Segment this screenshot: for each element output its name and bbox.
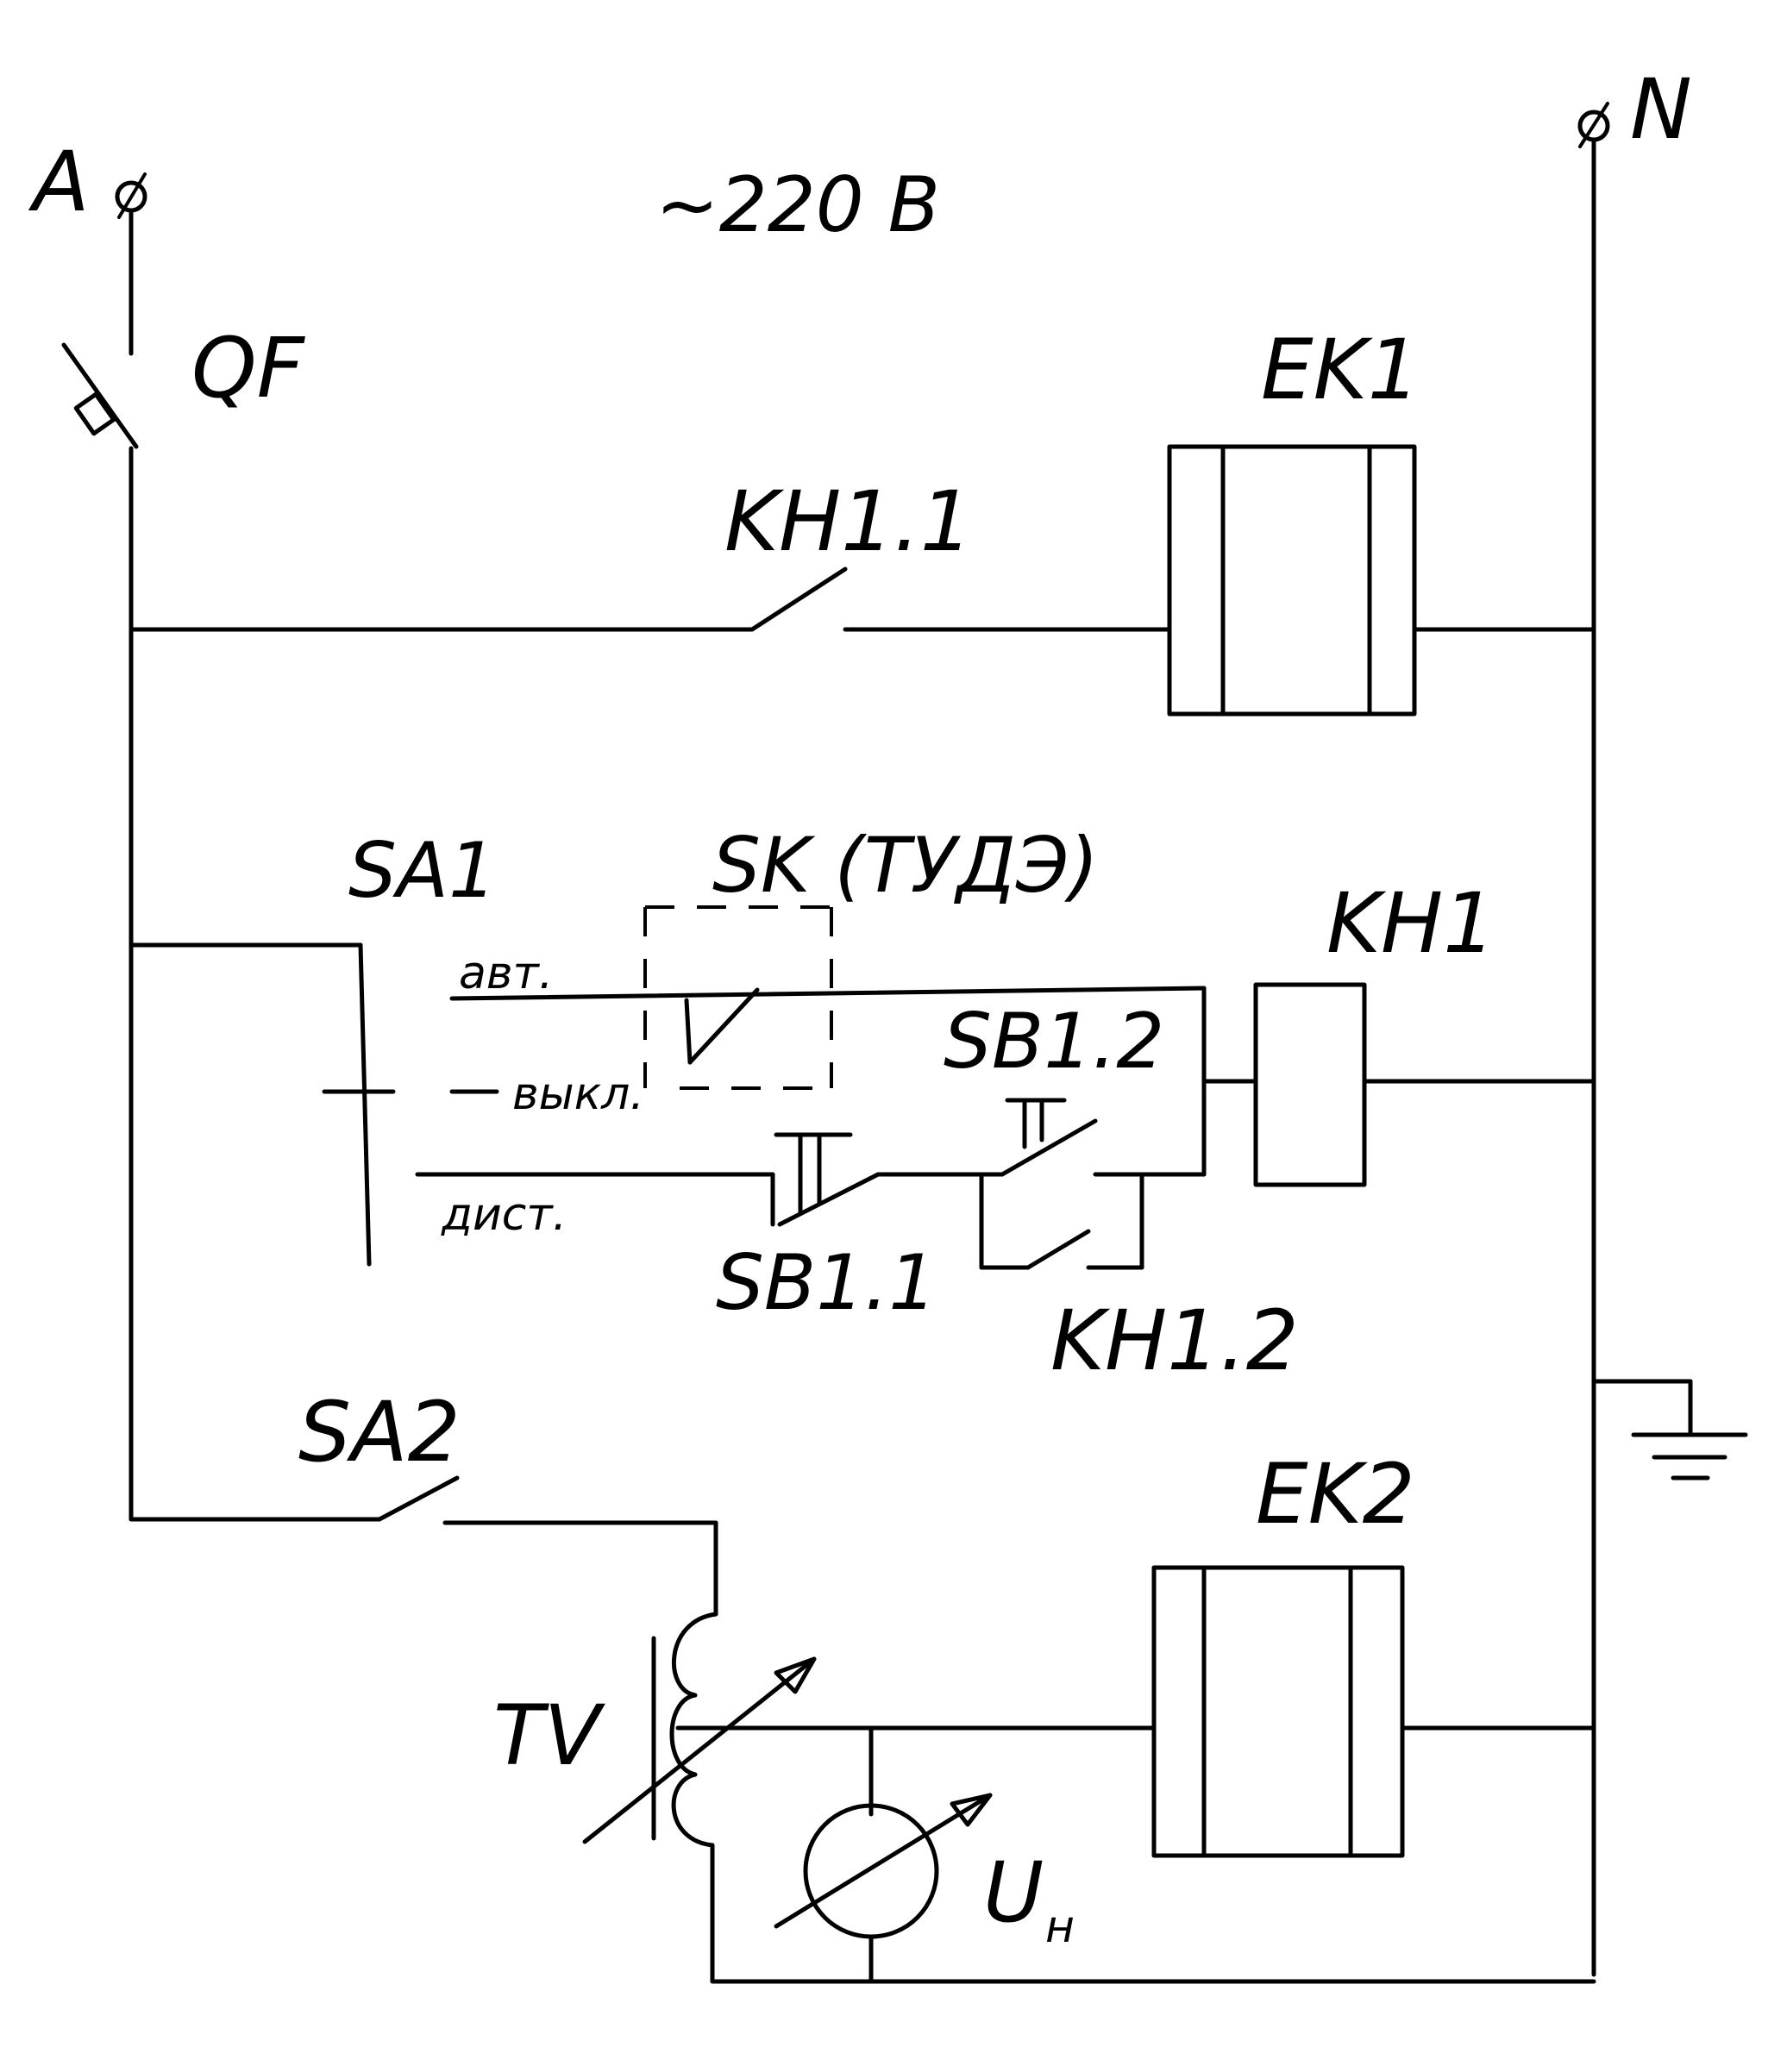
ek2-label: EK2 <box>1256 1446 1415 1543</box>
kh1-label: KH1 <box>1326 875 1495 972</box>
position-remote: дист. <box>441 1189 567 1241</box>
autotransformer-tv <box>582 1612 1157 1984</box>
button-sb1-2 <box>1000 1098 1207 1177</box>
ek1-label: EK1 <box>1261 322 1420 418</box>
selector-sa1 <box>129 942 1207 1267</box>
kh1-1-label: KH1.1 <box>724 473 973 570</box>
voltmeter-un <box>774 1725 993 1984</box>
ground-symbol <box>1591 1379 1748 1480</box>
qf-label: QF <box>191 320 306 416</box>
sb1-2-label: SB1.2 <box>944 997 1164 1086</box>
phase-a-label: A <box>28 134 90 230</box>
thermostat-sk <box>643 905 833 1090</box>
terminal-a <box>115 172 147 356</box>
tv-label: TV <box>493 1687 606 1784</box>
voltage-label: ~220 В <box>655 160 940 249</box>
relay-coil-kh1 <box>1253 982 1596 1187</box>
breaker-qf <box>61 342 139 1522</box>
position-auto: авт. <box>459 948 553 999</box>
sk-label: SK (ТУДЭ) <box>712 821 1099 910</box>
switch-sa2 <box>129 1475 718 1617</box>
sb1-1-label: SB1.1 <box>716 1238 937 1327</box>
svg-text:U: U <box>983 1844 1044 1941</box>
position-off: выкл. <box>512 1068 644 1120</box>
terminal-n <box>1577 102 1610 1977</box>
button-sb1-1 <box>770 1132 1005 1227</box>
svg-text:н: н <box>1045 1901 1075 1953</box>
heater-ek1 <box>1167 444 1417 717</box>
rung-ek1 <box>129 444 1596 717</box>
sa2-label: SA2 <box>298 1384 461 1480</box>
un-label: U н <box>983 1844 1075 1953</box>
neutral-n-label: N <box>1630 61 1692 158</box>
sa1-label: SA1 <box>348 826 497 915</box>
kh1-2-label: KH1.2 <box>1050 1293 1299 1389</box>
contact-kh1-2 <box>979 1172 1144 1270</box>
heater-ek2 <box>1151 1565 1596 1858</box>
